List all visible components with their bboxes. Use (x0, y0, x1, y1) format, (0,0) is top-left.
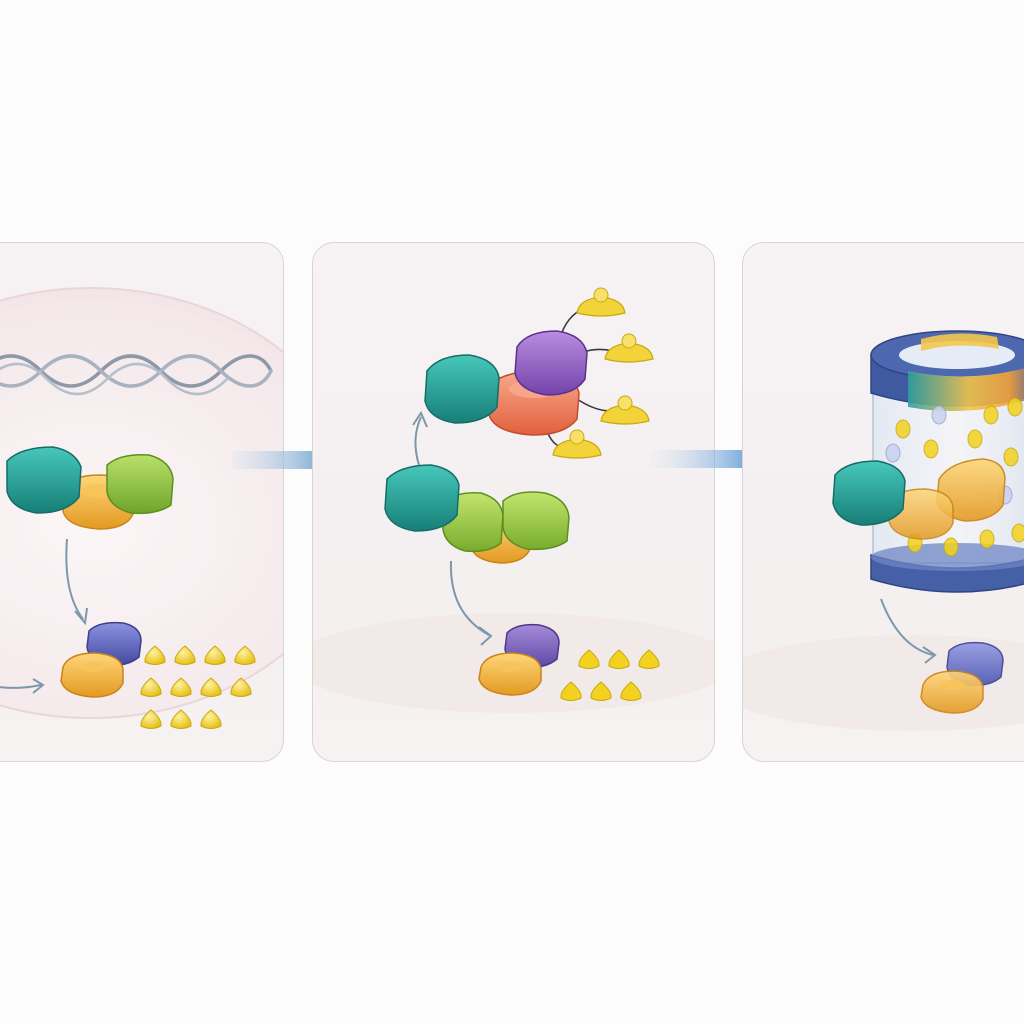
molecule-icon (1003, 447, 1019, 467)
molecule-icon (569, 429, 585, 445)
enzyme-icon (60, 621, 142, 698)
molecule-icon (174, 645, 196, 665)
panel-3 (742, 242, 1024, 762)
molecule-icon (140, 645, 256, 729)
molecule-icon (600, 404, 650, 425)
connector-arrow (880, 598, 934, 656)
molecule-icon (552, 287, 654, 459)
molecule-icon (885, 397, 1024, 557)
panel-2-illustration (313, 287, 714, 713)
molecule-icon (617, 395, 633, 411)
teal-subunit (424, 354, 500, 424)
protein-complex-icon (6, 446, 174, 530)
molecule-icon (967, 429, 983, 449)
molecule-icon (140, 709, 162, 729)
protein-complex-icon (384, 464, 570, 564)
molecule-icon (578, 649, 600, 669)
molecule-icon (885, 443, 901, 463)
molecule-icon (983, 405, 999, 425)
purple-subunit (514, 330, 588, 396)
teal-subunit (832, 460, 906, 526)
connector-arrow (414, 416, 422, 466)
molecule-icon (943, 537, 959, 557)
molecule-icon (608, 649, 630, 669)
connector-arrow (65, 538, 84, 620)
molecule-icon (140, 677, 162, 697)
lime-subunit (106, 453, 174, 515)
molecule-icon (230, 677, 252, 697)
panel-3-illustration (743, 330, 1024, 731)
molecule-icon (576, 296, 626, 317)
panel-1-illustration (0, 287, 283, 729)
molecule-icon (621, 333, 637, 349)
enzyme-icon (478, 623, 560, 696)
molecule-icon (234, 645, 256, 665)
molecule-icon (170, 709, 192, 729)
protein-complex-icon (424, 304, 614, 448)
gold-subunit (888, 488, 954, 540)
molecule-icon (931, 405, 947, 425)
molecule-icon (560, 681, 582, 701)
molecule-icon (604, 342, 654, 363)
molecule-icon (200, 677, 222, 697)
molecule-icon (923, 439, 939, 459)
molecule-icon (638, 649, 660, 669)
dna-helix-icon (0, 354, 273, 396)
connector-arrow (449, 560, 490, 636)
protein-complex-icon (832, 458, 1006, 540)
molecule-icon (593, 287, 609, 303)
molecule-icon (1007, 397, 1023, 417)
molecule-icon (1011, 523, 1024, 543)
molecule-icon (170, 677, 192, 697)
molecule-icon (620, 681, 642, 701)
molecule-icon (552, 438, 602, 459)
molecule-icon (200, 709, 222, 729)
panel-1 (0, 242, 284, 762)
molecule-icon (979, 529, 995, 549)
teal-subunit (6, 446, 82, 514)
panel-2 (312, 242, 715, 762)
molecule-icon (590, 681, 612, 701)
molecule-icon (560, 649, 660, 701)
molecule-icon (895, 419, 911, 439)
molecule-icon (144, 645, 166, 665)
lime-subunit (502, 491, 570, 551)
connector-arrow (0, 684, 42, 689)
molecule-icon (204, 645, 226, 665)
teal-subunit (384, 464, 460, 532)
enzyme-icon (920, 641, 1004, 714)
